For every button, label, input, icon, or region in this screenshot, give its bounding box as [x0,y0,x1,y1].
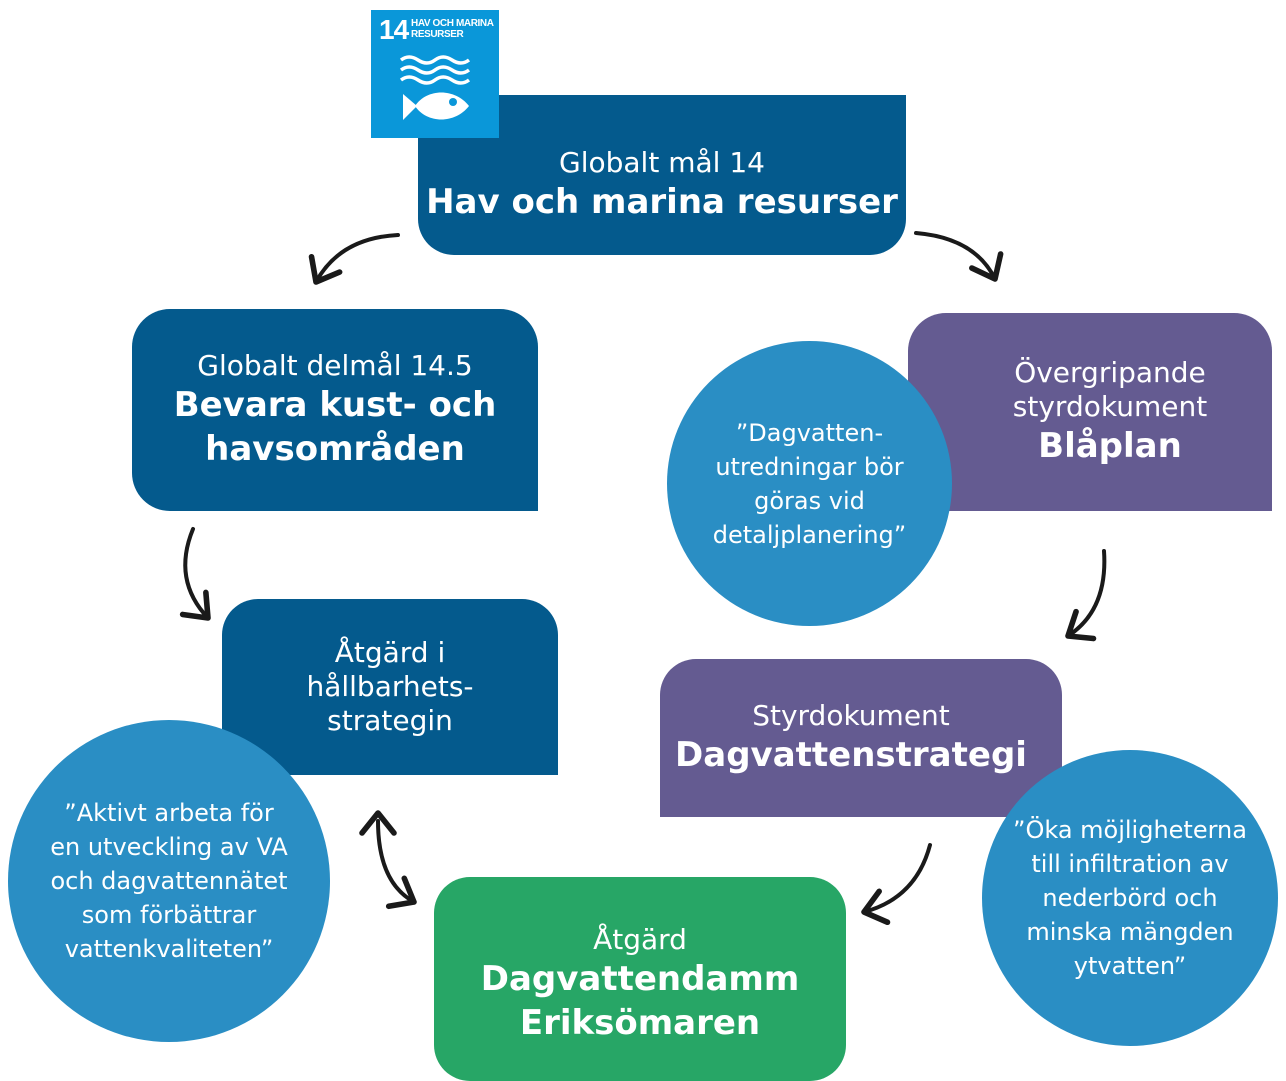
goal14-label: Globalt mål 14 [559,146,765,179]
strategin-box: Åtgärd i hållbarhets- strategin [222,599,558,775]
sdg-title: HAV OCH MARINA RESURSER [411,18,494,40]
arrow-blaplan-to-dagvattenstrategi [1065,549,1107,642]
goal14-box: Globalt mål 14 Hav och marina resurser [418,95,906,255]
blaplan-quote-circle: ”Dagvatten- utredningar bör göras vid de… [667,341,952,626]
delmal-label: Globalt delmål 14.5 [197,349,473,382]
delmal-title: Bevara kust- och havsområden [173,385,497,469]
arrow-strategin-atgard-bidirectional [359,810,417,910]
blaplan-label: Övergripande styrdokument [1012,356,1208,423]
strategin-quote-circle: ”Aktivt arbeta för en utveckling av VA o… [8,720,330,1042]
atgard-box: Åtgärd Dagvattendamm Eriksömaren [434,877,846,1081]
fish-waves-icon [399,55,471,120]
dagvattenstrategi-label: Styrdokument [752,699,950,732]
arrow-goal14-to-delmal [308,233,400,285]
arrow-delmal-to-strategin [179,527,211,621]
arrow-goal14-to-blaplan [914,231,1004,282]
dagvattenstrategi-quote-circle: ”Öka möjligheterna till infiltration av … [982,750,1278,1046]
atgard-label: Åtgärd [593,923,687,956]
atgard-title: Dagvattendamm Eriksömaren [480,959,800,1043]
delmal-box: Globalt delmål 14.5 Bevara kust- och hav… [132,309,538,511]
sdg-number: 14 [379,14,409,45]
dagvattenstrategi-box: Styrdokument Dagvattenstrategi [660,659,1062,817]
arrow-dagvattenstrategi-to-atgard [861,843,932,926]
strategin-label: Åtgärd i hållbarhets- strategin [306,636,474,737]
blaplan-title: Blåplan [1038,426,1182,466]
sdg-14-tile: 14 HAV OCH MARINA RESURSER [371,10,499,138]
blaplan-box: Övergripande styrdokument Blåplan [908,313,1272,511]
goal14-title: Hav och marina resurser [426,182,898,222]
dagvattenstrategi-title: Dagvattenstrategi [675,735,1027,775]
